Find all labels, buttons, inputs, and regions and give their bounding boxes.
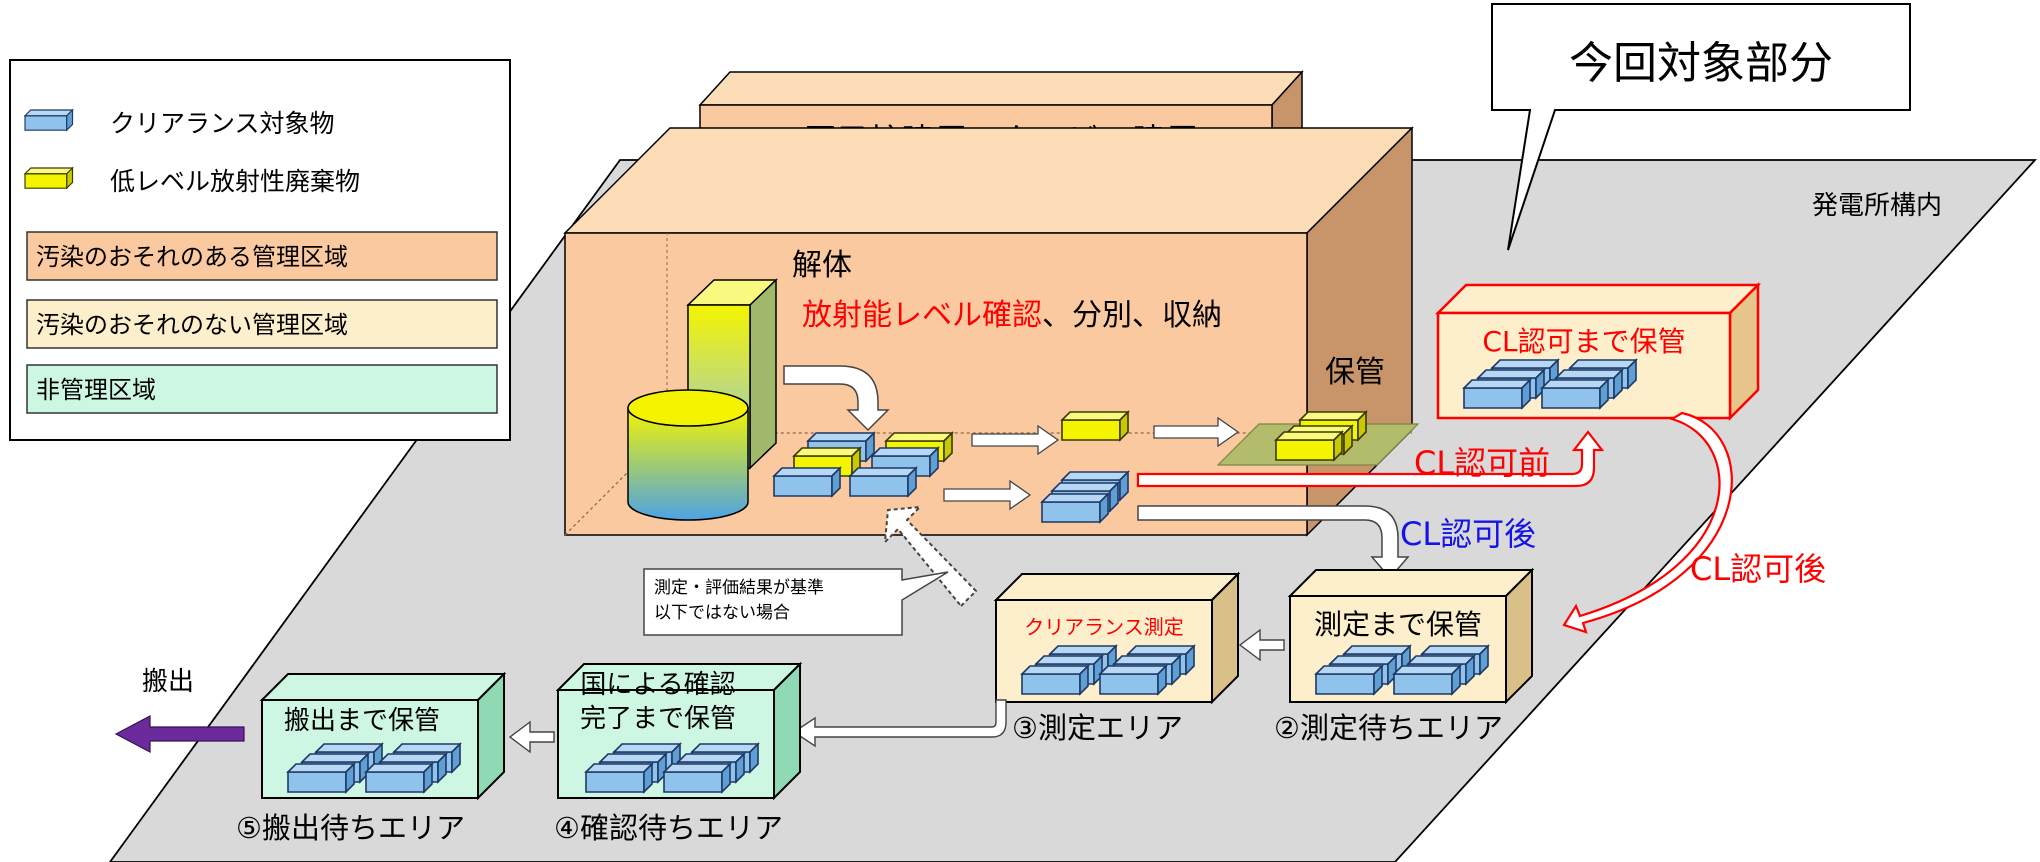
carry-wait-box: 搬出まで保管 bbox=[259, 671, 507, 801]
legend-zone-non-controlled bbox=[26, 364, 498, 414]
dismantle-label: 解体 bbox=[792, 248, 852, 283]
site-label: 発電所構内 bbox=[1812, 191, 1942, 221]
confirm-wait-caption: ④確認待ちエリア bbox=[554, 811, 783, 845]
legend: クリアランス対象物 低レベル放射性廃棄物 汚染のおそれのある管理区域 汚染のおそ… bbox=[9, 59, 511, 441]
process-label-black: 、分別、収納 bbox=[1042, 298, 1222, 333]
cl-before-label: CL認可前 bbox=[1414, 444, 1550, 482]
cylinder-tank bbox=[627, 389, 749, 521]
measure-box-label: クリアランス測定 bbox=[1024, 615, 1184, 639]
note-bubble: 測定・評価結果が基準 以下ではない場合 bbox=[643, 568, 949, 636]
callout-text: 今回対象部分 bbox=[1569, 38, 1833, 89]
confirm-wait-box-line2: 完了まで保管 bbox=[580, 704, 736, 734]
cl-after-label-red: CL認可後 bbox=[1690, 550, 1826, 588]
measure-box: クリアランス測定 bbox=[993, 571, 1241, 705]
cl-after-label-blue: CL認可後 bbox=[1400, 515, 1536, 553]
cl-storage-box: CL認可まで保管 bbox=[1434, 281, 1762, 422]
cl-after-arrow bbox=[1137, 505, 1410, 580]
arrow-4-to-5 bbox=[508, 720, 555, 754]
cl-after-red-arrow bbox=[1562, 411, 1733, 634]
carry-out-label: 搬出 bbox=[142, 667, 194, 697]
process-label-red: 放射能レベル確認 bbox=[802, 298, 1042, 333]
arrow-to-waste bbox=[971, 424, 1060, 456]
sort-curve-arrow bbox=[783, 365, 890, 432]
carry-wait-caption: ⑤搬出待ちエリア bbox=[236, 811, 465, 845]
note-line2: 以下ではない場合 bbox=[654, 603, 790, 623]
legend-clearance-label: クリアランス対象物 bbox=[110, 109, 335, 138]
cl-storage-label: CL認可まで保管 bbox=[1482, 325, 1685, 358]
storage-label: 保管 bbox=[1325, 355, 1385, 390]
arrow-to-clearance bbox=[943, 479, 1032, 511]
arrow-waste-to-storage bbox=[1153, 416, 1240, 448]
note-line1: 測定・評価結果が基準 bbox=[654, 578, 824, 598]
measure-wait-box-label: 測定まで保管 bbox=[1314, 608, 1482, 641]
legend-zone-non-controlled-label: 非管理区域 bbox=[36, 376, 156, 404]
confirm-wait-box-line1: 国による確認 bbox=[580, 670, 735, 700]
callout-bubble: 今回対象部分 bbox=[1491, 3, 1911, 251]
feedback-dotted-arrow bbox=[883, 505, 978, 608]
legend-waste-swatch bbox=[24, 167, 74, 189]
measure-wait-box: 測定まで保管 bbox=[1287, 567, 1535, 705]
process-label: 放射能レベル確認、分別、収納 bbox=[802, 298, 1222, 333]
cl-before-arrow bbox=[1136, 430, 1605, 488]
legend-zone-contaminated-label: 汚染のおそれのある管理区域 bbox=[36, 243, 348, 271]
carry-wait-box-label: 搬出まで保管 bbox=[284, 706, 440, 736]
legend-zone-contaminated bbox=[26, 231, 498, 281]
measure-caption: ③測定エリア bbox=[1012, 711, 1183, 745]
arrow-2-to-3 bbox=[1238, 628, 1285, 662]
legend-waste-label: 低レベル放射性廃棄物 bbox=[110, 167, 360, 196]
carry-out-arrow bbox=[114, 715, 245, 753]
legend-zone-non-contaminated-label: 汚染のおそれのない管理区域 bbox=[36, 311, 348, 339]
waste-cube-mid bbox=[1061, 411, 1129, 441]
measure-wait-caption: ②測定待ちエリア bbox=[1274, 711, 1503, 745]
arrow-3-to-4 bbox=[792, 699, 1007, 748]
legend-zone-non-contaminated bbox=[26, 299, 498, 349]
confirm-wait-box: 国による確認 完了まで保管 bbox=[555, 661, 803, 801]
legend-clearance-swatch bbox=[24, 109, 74, 131]
